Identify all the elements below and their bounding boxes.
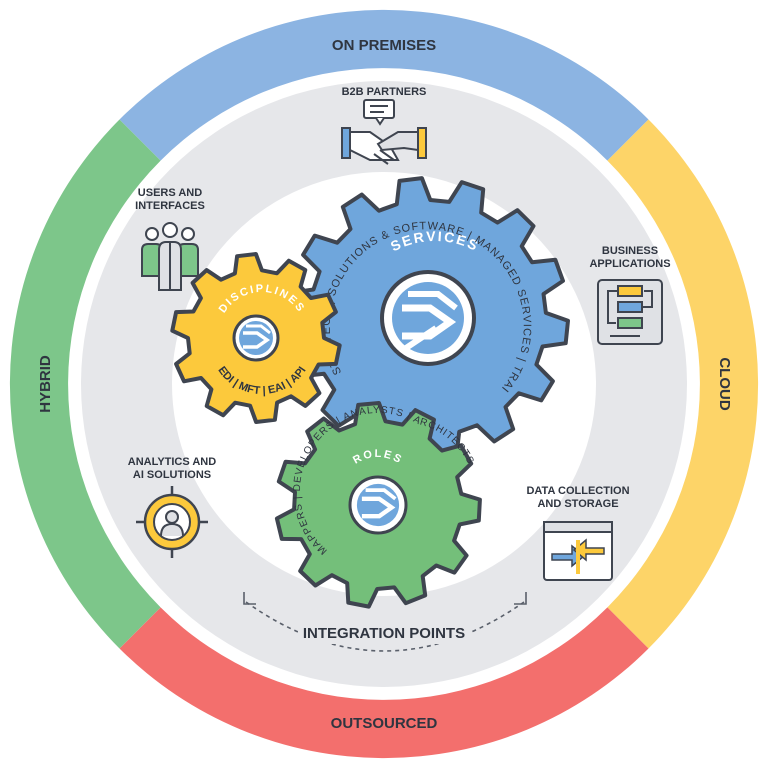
ring-segment-bottom	[119, 607, 649, 759]
ring-label-left: HYBRID	[37, 355, 54, 413]
chevron-logo-icon	[392, 282, 464, 354]
business-label-1: BUSINESS	[602, 245, 658, 257]
business-label-2: APPLICATIONS	[589, 258, 670, 270]
users-group-icon	[141, 222, 199, 291]
outer-ring	[9, 9, 759, 759]
data-label-1: DATA COLLECTION	[526, 485, 629, 497]
users-label-1: USERS AND	[138, 187, 202, 199]
node-b2b-partners: B2B PARTNERS	[341, 86, 427, 165]
b2b-label: B2B PARTNERS	[342, 86, 427, 98]
ring-label-bottom: OUTSOURCED	[331, 715, 438, 732]
node-users-interfaces: USERS AND INTERFACES	[135, 187, 205, 291]
ring-segment-top	[119, 9, 649, 161]
gear-disciplines: DISCIPLINES EDI | MFT | EAI | API	[170, 252, 342, 424]
data-label-2: AND STORAGE	[537, 498, 618, 510]
ring-label-top: ON PREMISES	[332, 37, 436, 54]
handshake-icon	[341, 99, 427, 165]
ring-segment-left	[9, 119, 161, 649]
chevron-logo-icon	[356, 483, 400, 527]
integration-arrow-left	[243, 592, 256, 605]
node-analytics-ai: ANALYTICS AND AI SOLUTIONS	[128, 456, 216, 558]
node-data-storage: DATA COLLECTION AND STORAGE	[526, 485, 630, 581]
ring-label-right: CLOUD	[716, 357, 733, 410]
integration-label: INTEGRATION POINTS	[303, 625, 465, 642]
chevron-logo-icon	[239, 321, 273, 355]
analytics-label-2: AI SOLUTIONS	[133, 469, 211, 481]
flowchart-icon	[597, 279, 663, 345]
node-business-applications: BUSINESS APPLICATIONS	[589, 245, 671, 345]
target-person-icon	[136, 486, 208, 558]
integration-arc	[245, 601, 525, 652]
ring-segment-right	[607, 119, 759, 649]
users-label-2: INTERFACES	[135, 200, 205, 212]
integration-arrow-right	[514, 592, 527, 605]
data-transfer-icon	[543, 521, 613, 581]
analytics-label-1: ANALYTICS AND	[128, 456, 216, 468]
